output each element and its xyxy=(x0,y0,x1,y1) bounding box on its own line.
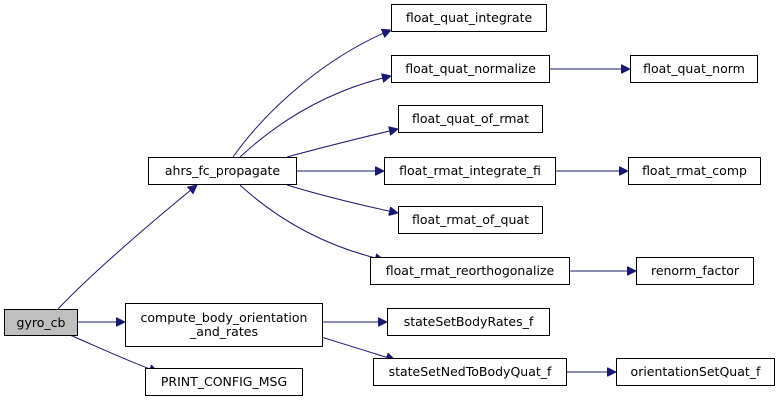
node-float-rmat-reorthogonalize-label: float_rmat_reorthogonalize xyxy=(385,263,555,278)
node-ahrs-fc-propagate-label: ahrs_fc_propagate xyxy=(164,163,281,178)
node-float-quat-norm-label: float_quat_norm xyxy=(643,61,745,76)
node-float-rmat-integrate-fi-label: float_rmat_integrate_fi xyxy=(399,163,541,178)
node-print-config-msg-label: PRINT_CONFIG_MSG xyxy=(160,374,288,389)
node-gyro-cb-label: gyro_cb xyxy=(16,314,66,330)
node-float-rmat-of-quat-label: float_rmat_of_quat xyxy=(412,212,529,227)
node-compute-body-orientation-and-rates[interactable]: compute_body_orientation _and_rates xyxy=(125,303,323,347)
node-float-quat-normalize-label: float_quat_normalize xyxy=(405,61,536,76)
edge-ahrs-to-float-quat-normalize xyxy=(239,76,391,158)
node-float-quat-of-rmat-label: float_quat_of_rmat xyxy=(412,111,529,126)
node-float-rmat-comp-label: float_rmat_comp xyxy=(642,163,747,178)
node-state-set-ned-to-body-quat-f[interactable]: stateSetNedToBodyQuat_f xyxy=(373,358,567,386)
node-float-rmat-reorthogonalize[interactable]: float_rmat_reorthogonalize xyxy=(370,257,570,285)
node-float-quat-of-rmat[interactable]: float_quat_of_rmat xyxy=(398,105,543,133)
node-compute-body-orientation-label-line1: compute_body_orientation xyxy=(140,310,308,325)
edge-ahrs-to-float-quat-integrate xyxy=(232,30,391,158)
node-float-rmat-integrate-fi[interactable]: float_rmat_integrate_fi xyxy=(384,157,556,185)
node-float-quat-integrate-label: float_quat_integrate xyxy=(405,10,533,25)
edge-ahrs-to-float-rmat-reorthogonalize xyxy=(239,184,384,260)
node-print-config-msg[interactable]: PRINT_CONFIG_MSG xyxy=(145,368,303,396)
edge-ahrs-to-float-quat-of-rmat xyxy=(286,129,398,158)
edge-compute-to-state-set-ned-to-body-quat xyxy=(317,335,395,360)
node-float-quat-integrate[interactable]: float_quat_integrate xyxy=(391,4,547,32)
node-state-set-ned-to-body-quat-f-label: stateSetNedToBodyQuat_f xyxy=(388,364,552,379)
node-orientation-set-quat-f-label: orientationSetQuat_f xyxy=(630,364,761,379)
edge-gyro-cb-to-ahrs-fc-propagate xyxy=(57,185,197,310)
node-ahrs-fc-propagate[interactable]: ahrs_fc_propagate xyxy=(148,157,297,185)
edge-ahrs-to-float-rmat-of-quat xyxy=(286,184,398,213)
node-state-set-body-rates-f-label: stateSetBodyRates_f xyxy=(403,314,534,329)
node-compute-body-orientation-label-line2: _and_rates xyxy=(190,324,258,339)
node-orientation-set-quat-f[interactable]: orientationSetQuat_f xyxy=(616,358,775,386)
node-state-set-body-rates-f[interactable]: stateSetBodyRates_f xyxy=(387,308,550,336)
node-gyro-cb: gyro_cb xyxy=(4,309,78,336)
node-float-quat-normalize[interactable]: float_quat_normalize xyxy=(391,55,550,83)
node-renorm-factor[interactable]: renorm_factor xyxy=(636,257,754,285)
node-float-rmat-of-quat[interactable]: float_rmat_of_quat xyxy=(398,206,543,234)
node-float-quat-norm[interactable]: float_quat_norm xyxy=(630,55,758,83)
node-renorm-factor-label: renorm_factor xyxy=(650,263,740,278)
node-float-rmat-comp[interactable]: float_rmat_comp xyxy=(628,157,761,185)
